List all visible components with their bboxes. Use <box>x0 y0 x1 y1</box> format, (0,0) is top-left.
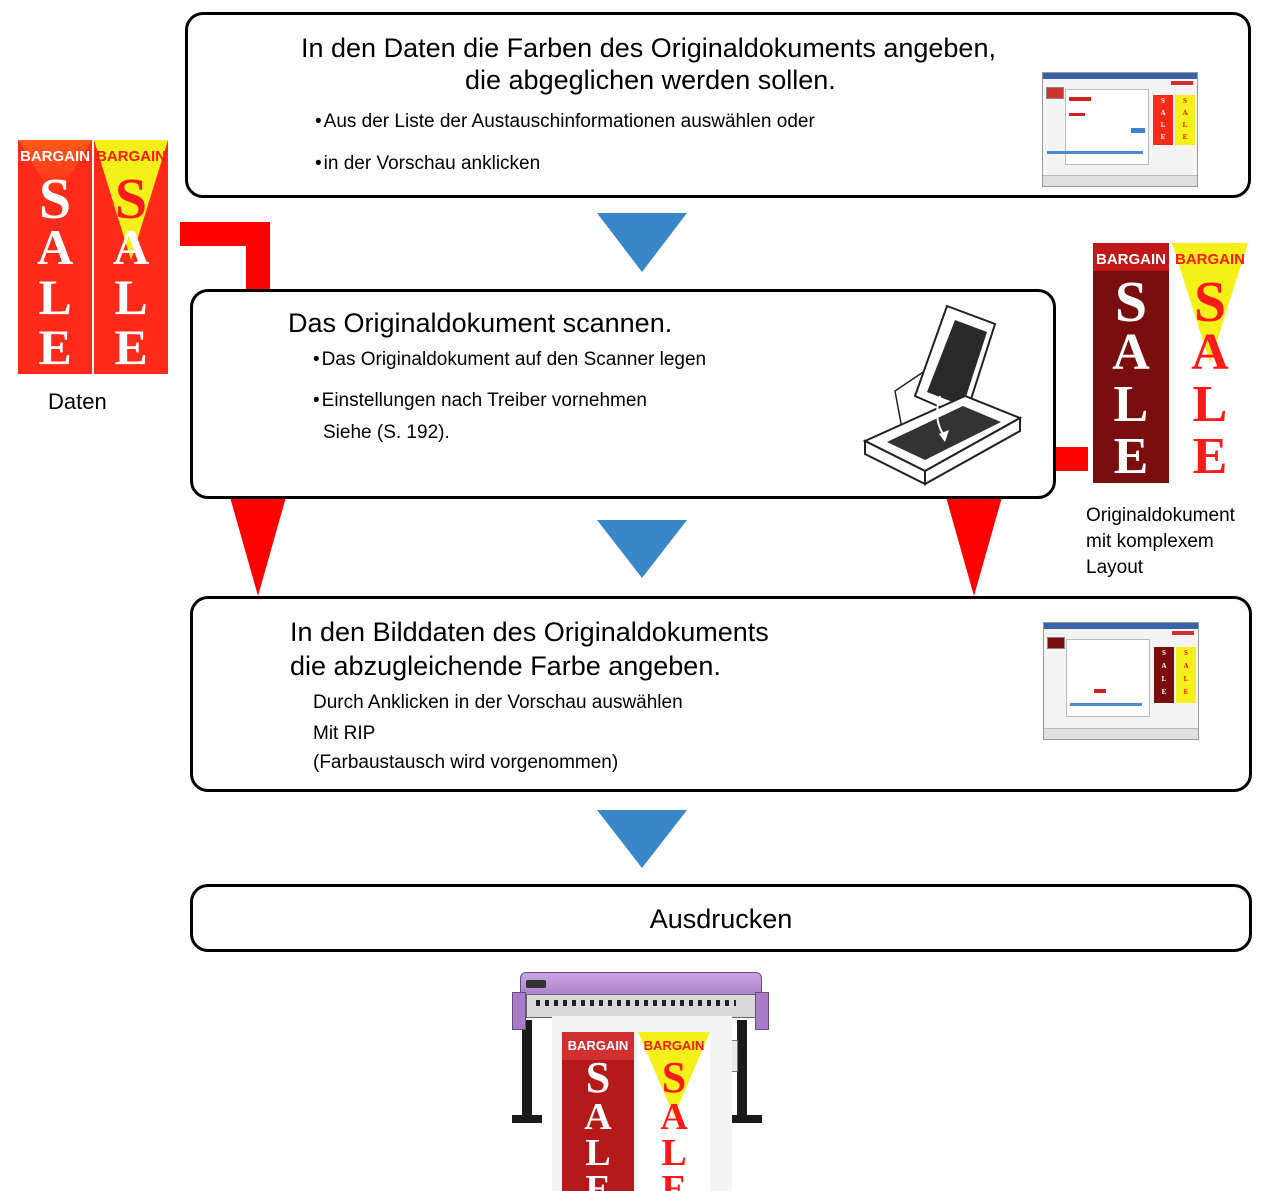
print-banner-yellow-letter-e: E <box>661 1168 687 1191</box>
step3-line1: Durch Anklicken in der Vorschau auswähle… <box>313 692 683 713</box>
right-caption-line2: mit komplexem <box>1086 531 1214 552</box>
banner-yellow-original-letter-s: S <box>1193 269 1227 334</box>
banner-red: BARGAIN S A L E <box>18 140 92 374</box>
print-banner-red-header: BARGAIN <box>567 1038 629 1053</box>
banner-yellow: BARGAIN S A L E <box>94 140 168 374</box>
banner-yellow-letter-l: L <box>114 269 148 325</box>
flow-arrow-2 <box>597 520 687 578</box>
right-caption-line1: Originaldokument <box>1086 505 1235 526</box>
flow-arrow-1 <box>597 213 687 272</box>
printer-image: BARGAIN S A L E BARGAIN S A L E <box>512 970 769 1191</box>
data-banners: BARGAIN S A L E BARGAIN S A L E <box>18 140 168 378</box>
banner-darkred-letter-a: A <box>1112 324 1150 381</box>
banner-yellow-original: BARGAIN S A L E <box>1172 243 1248 483</box>
print-banner-red-letter-e: E <box>585 1168 611 1191</box>
print-banner-yellow-header: BARGAIN <box>643 1038 705 1053</box>
print-banner-yellow: BARGAIN S A L E <box>638 1032 710 1191</box>
banner-yellow-letter-s: S <box>114 166 148 231</box>
banner-red-letter-a: A <box>36 219 74 275</box>
banner-red-letter-e: E <box>38 319 72 374</box>
banner-yellow-letter-a: A <box>112 219 150 275</box>
right-caption: Originaldokument mit komplexem Layout <box>1086 503 1235 581</box>
banner-red-letter-s: S <box>38 166 72 231</box>
banner-darkred-letter-s: S <box>1114 269 1148 334</box>
step1-title-line2: die abgeglichen werden sollen. <box>465 65 836 95</box>
step3-line3: (Farbaustausch wird vorgenommen) <box>313 752 619 773</box>
step2-title: Das Originaldokument scannen. <box>288 308 673 338</box>
print-banner-red-letter-s: S <box>585 1053 611 1102</box>
right-caption-line3: Layout <box>1086 557 1144 578</box>
step1-bullet2: in der Vorschau anklicken <box>315 153 541 175</box>
print-banner-red: BARGAIN S A L E <box>562 1032 634 1191</box>
banner-yellow-original-header: BARGAIN <box>1175 251 1245 268</box>
print-banner-red-letter-l: L <box>585 1132 611 1174</box>
banner-red-header: BARGAIN <box>20 148 90 165</box>
step3-title-line2: die abzugleichende Farbe angeben. <box>290 651 721 681</box>
banner-yellow-original-letter-e: E <box>1192 428 1228 483</box>
step1-title-line1: In den Daten die Farben des Originaldoku… <box>301 33 996 63</box>
print-banner-red-letter-a: A <box>584 1096 612 1138</box>
left-caption: Daten <box>48 389 107 414</box>
print-banner-yellow-letter-l: L <box>661 1132 687 1174</box>
banner-red-letter-l: L <box>38 269 72 325</box>
step2-bullet2: Einstellungen nach Treiber vornehmen <box>313 390 647 412</box>
banner-darkred: BARGAIN S A L E <box>1093 243 1169 483</box>
step3-title-line1: In den Bilddaten des Originaldokuments <box>290 617 769 647</box>
step2-bullet1: Das Originaldokument auf den Scanner leg… <box>313 349 706 371</box>
step2-note: Siehe (S. 192). <box>323 422 450 443</box>
banner-darkred-header: BARGAIN <box>1096 251 1166 268</box>
print-banner-yellow-letter-s: S <box>661 1053 687 1102</box>
step3-line2: Mit RIP <box>313 723 376 744</box>
flow-arrow-3 <box>597 810 687 868</box>
scanner-image <box>862 304 1023 486</box>
step4-title: Ausdrucken <box>649 904 793 934</box>
original-banners: BARGAIN S A L E BARGAIN S A L E <box>1093 243 1248 485</box>
banner-yellow-header: BARGAIN <box>96 148 166 165</box>
banner-yellow-original-letter-a: A <box>1191 324 1229 381</box>
step4-box: Ausdrucken <box>190 884 1252 952</box>
banner-yellow-letter-e: E <box>114 319 148 374</box>
step1-bullet1: Aus der Liste der Austauschinformationen… <box>315 111 815 133</box>
banner-darkred-letter-l: L <box>1113 376 1149 433</box>
banner-yellow-original-letter-l: L <box>1192 376 1228 433</box>
print-banner-yellow-letter-a: A <box>660 1096 688 1138</box>
banner-darkred-letter-e: E <box>1113 428 1149 483</box>
